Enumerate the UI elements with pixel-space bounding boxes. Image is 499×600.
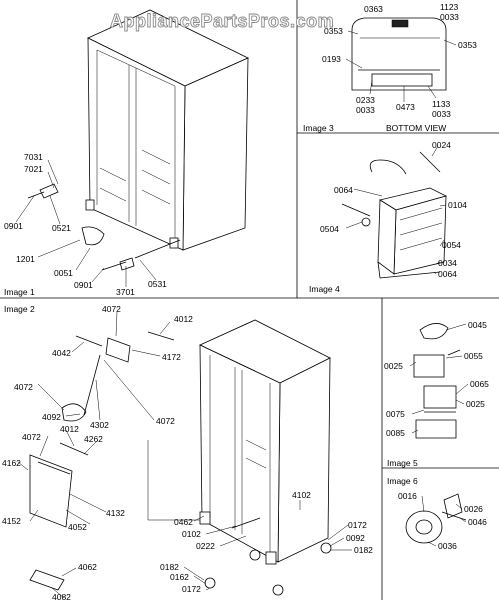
part-label: 0363	[364, 4, 383, 14]
part-label: 0182	[160, 562, 179, 572]
part-label: 0024	[432, 140, 451, 150]
part-label: 3701	[116, 287, 135, 297]
part-label: 4092	[42, 412, 61, 422]
part-label: 0033	[356, 105, 375, 115]
panel-subtitle-bottom-view: BOTTOM VIEW	[386, 123, 446, 133]
part-label: 0504	[320, 224, 339, 234]
part-label: 0172	[182, 584, 201, 594]
image5-damper-drawing	[413, 323, 461, 439]
panel-title-image1: Image 1	[4, 287, 35, 297]
image3-bottom-view-drawing	[351, 17, 447, 91]
image1-cabinet-drawing	[27, 9, 249, 271]
part-label: 0222	[196, 541, 215, 551]
image2-cabinet-drawing	[29, 319, 332, 596]
part-label: 0051	[54, 268, 73, 278]
part-label: 4052	[68, 522, 87, 532]
part-label: 1133	[432, 99, 451, 109]
part-label: 4262	[84, 434, 103, 444]
part-label: 0531	[148, 279, 167, 289]
part-label: 4072	[22, 432, 41, 442]
panel-title-image6: Image 6	[387, 476, 418, 486]
part-label: 0054	[442, 240, 461, 250]
panel-title-image2: Image 2	[4, 304, 35, 314]
part-label: 4162	[2, 458, 21, 468]
part-label: 7031	[24, 152, 43, 162]
part-label: 0055	[464, 351, 483, 361]
part-label: 4072	[14, 382, 33, 392]
panel-title-image4: Image 4	[309, 284, 340, 294]
part-label: 0353	[324, 26, 343, 36]
part-label: 0075	[386, 409, 405, 419]
part-label: 7021	[24, 164, 43, 174]
image6-labels: 0016 0026 0046 0036	[398, 491, 487, 551]
image1-labels: 7031 7021 0901 0521 1201 0051 0901 3701 …	[4, 152, 167, 297]
part-label: 4012	[60, 424, 79, 434]
part-label: 1123	[440, 2, 459, 12]
part-label: 0092	[346, 533, 365, 543]
leader-lines	[15, 30, 469, 599]
image3-labels: 0363 1123 0033 0353 0353 0193 0233 0033 …	[322, 2, 477, 119]
part-label: 0033	[432, 109, 451, 119]
part-label: 4132	[106, 508, 125, 518]
part-label: 0026	[464, 504, 483, 514]
watermark-logo: AppliancePartsPros.com	[110, 11, 334, 31]
part-label: 0462	[174, 517, 193, 527]
part-label: 0233	[356, 95, 375, 105]
part-label: 0045	[468, 320, 487, 330]
image6-motor-drawing	[405, 493, 467, 544]
part-label: 4042	[52, 348, 71, 358]
part-label: 4012	[174, 314, 193, 324]
part-label: 4302	[90, 420, 109, 430]
image4-labels: 0024 0064 0104 0504 0054 0034 0064	[320, 140, 467, 279]
part-label: 0025	[384, 361, 403, 371]
part-label: 0025	[466, 399, 485, 409]
part-label: 4062	[78, 562, 97, 572]
part-label: 0182	[354, 545, 373, 555]
part-label: 0036	[438, 541, 457, 551]
part-label: 1201	[16, 254, 35, 264]
part-label: 0353	[458, 40, 477, 50]
part-label: 0034	[438, 258, 457, 268]
part-label: 0521	[52, 223, 71, 233]
image4-evaporator-drawing	[341, 151, 448, 279]
panel-title-image5: Image 5	[387, 458, 418, 468]
part-label: 0901	[4, 221, 23, 231]
part-label: 4082	[52, 592, 71, 600]
image5-labels: 0045 0025 0055 0065 0075 0025 0085	[384, 320, 489, 438]
part-label: 0064	[438, 269, 457, 279]
part-label: 0065	[470, 379, 489, 389]
part-label: 0473	[396, 102, 415, 112]
part-label: 0193	[322, 54, 341, 64]
part-label: 0901	[74, 280, 93, 290]
part-label: 0016	[398, 491, 417, 501]
part-label: 0085	[386, 428, 405, 438]
part-label: 0102	[182, 529, 201, 539]
part-label: 4102	[292, 490, 311, 500]
part-label: 0172	[348, 520, 367, 530]
part-label: 4172	[162, 352, 181, 362]
part-label: 4072	[102, 304, 121, 314]
part-label: 4072	[156, 416, 175, 426]
image2-labels: 4072 4012 4042 4172 4072 4092 4302 4072 …	[2, 304, 373, 600]
part-label: 0064	[334, 185, 353, 195]
part-label: 0033	[440, 12, 459, 22]
part-label: 0104	[448, 200, 467, 210]
part-label: 0046	[468, 517, 487, 527]
part-label: 4152	[2, 516, 21, 526]
panel-title-image3: Image 3	[303, 123, 334, 133]
part-label: 0162	[170, 572, 189, 582]
